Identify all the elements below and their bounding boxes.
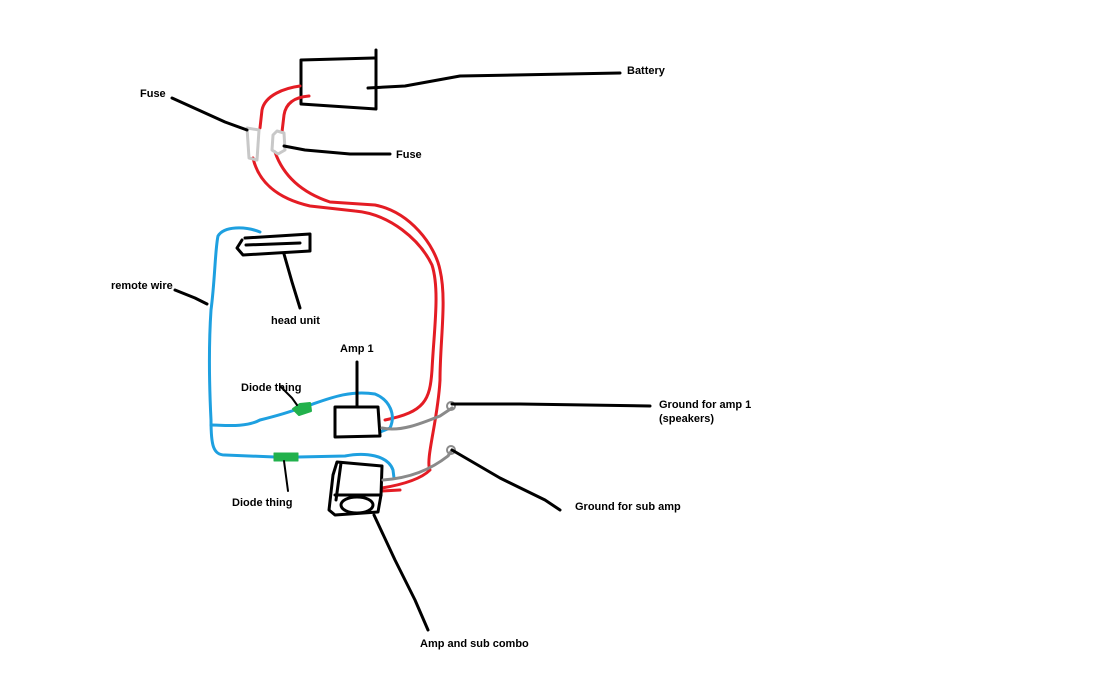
ground-sub-label: Ground for sub amp [575, 501, 681, 513]
battery-label: Battery [627, 65, 665, 77]
diode-upper-symbol [292, 402, 312, 416]
diode-upper-label: Diode thing [241, 382, 302, 394]
ground-wire-sub [381, 445, 456, 482]
head-unit-symbol [235, 232, 312, 257]
remote-wire-leader-line [173, 288, 209, 306]
amp1-symbol [333, 405, 382, 439]
amp1-label: Amp 1 [340, 343, 374, 355]
diode-lower-leader-line [283, 460, 289, 492]
ground-amp1-leader-line [450, 402, 652, 408]
ground-amp1-label-line2: (speakers) [659, 413, 715, 425]
amp-sub-combo-label: Amp and sub combo [420, 638, 529, 650]
diode-lower-label: Diode thing [232, 497, 293, 509]
amp-sub-combo-leader-line [372, 513, 430, 632]
remote-wire-label: remote wire [111, 280, 173, 292]
ground-amp1-label-line1: Ground for amp 1 [659, 399, 752, 411]
power-wire [251, 84, 445, 493]
fuse-right-label: Fuse [396, 149, 422, 161]
battery-leader-line [366, 71, 622, 90]
battery-symbol [299, 48, 378, 111]
head-unit-leader-line [282, 252, 302, 310]
head-unit-label: head unit [271, 315, 320, 327]
ground-wire-amp1 [380, 401, 456, 431]
diode-lower-symbol [273, 452, 299, 462]
fuse-left-symbol [245, 126, 261, 162]
fuse-left-label: Fuse [140, 88, 166, 100]
ground-sub-leader-line [450, 448, 562, 512]
diode-upper-leader-line [279, 385, 298, 406]
remote-wire [208, 226, 396, 480]
amp-sub-combo-symbol [327, 460, 384, 517]
fuse-right-leader-line [282, 144, 392, 156]
fuse-left-leader-line [170, 96, 249, 132]
fuse-right-symbol [270, 129, 287, 156]
